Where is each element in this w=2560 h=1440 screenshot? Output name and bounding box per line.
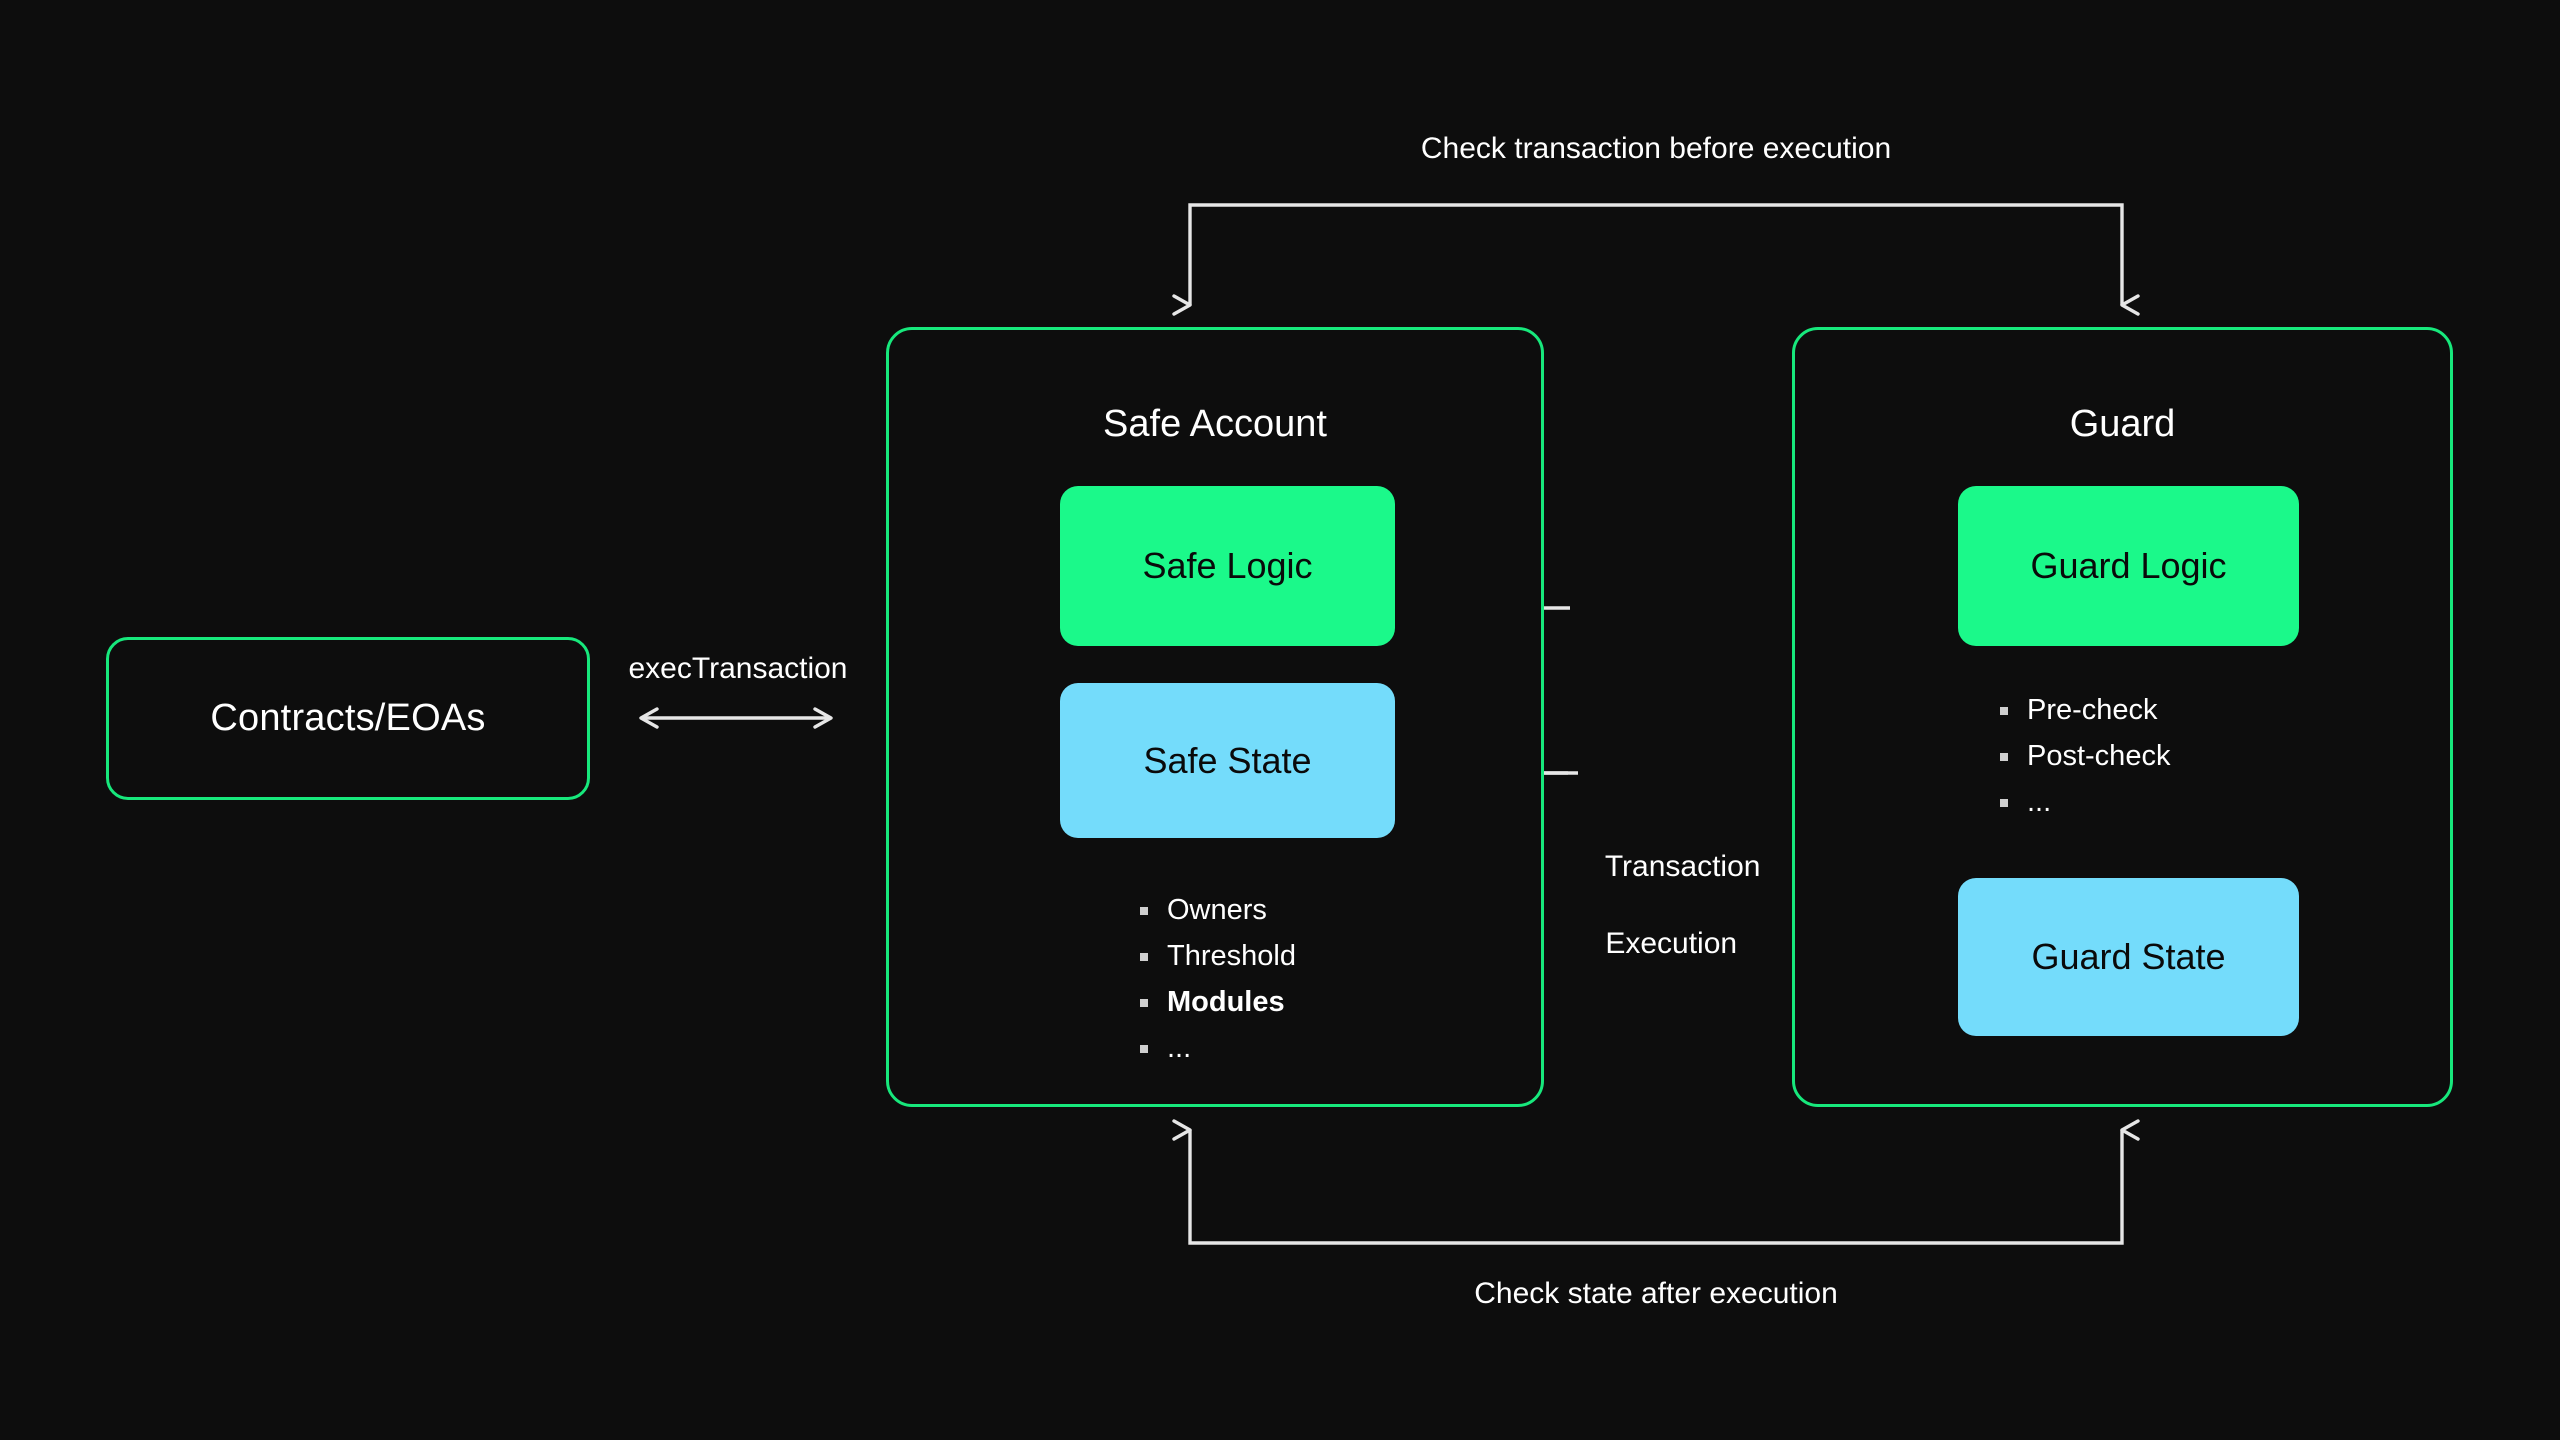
chip-guard-logic-label: Guard Logic xyxy=(2030,545,2227,586)
transaction-execution-line2: Execution xyxy=(1605,927,1738,961)
list-item: ... xyxy=(1140,1034,1296,1063)
bullet-text: Modules xyxy=(1167,986,1285,1018)
safe-account-title: Safe Account xyxy=(1103,403,1327,445)
chip-safe-logic[interactable]: Safe Logic xyxy=(1060,486,1395,646)
panel-safe-account[interactable]: Safe Account Safe Logic Safe State Owner… xyxy=(886,327,1544,1107)
bullet-marker-icon xyxy=(2000,706,2008,715)
bullet-text: ... xyxy=(2027,786,2052,818)
list-item: Threshold xyxy=(1140,942,1296,971)
bullet-marker-icon xyxy=(1140,1044,1148,1053)
node-contracts-eoas[interactable]: Contracts/EOAs xyxy=(106,637,590,800)
check-before-execution-label: Check transaction before execution xyxy=(1420,132,1892,165)
chip-guard-state-label: Guard State xyxy=(2031,936,2226,977)
list-item: Post-check xyxy=(2000,742,2170,771)
edge-check-before-execution xyxy=(1172,203,2140,316)
transaction-execution-line1: Transaction xyxy=(1604,850,1761,884)
guard-title: Guard xyxy=(2069,403,2176,445)
contracts-eoas-label: Contracts/EOAs xyxy=(210,697,486,739)
bullet-marker-icon xyxy=(2000,752,2008,761)
chip-safe-logic-label: Safe Logic xyxy=(1142,545,1313,586)
guard-bullet-list: Pre-check Post-check ... xyxy=(2000,696,2170,834)
bullet-marker-icon xyxy=(1140,998,1148,1007)
list-item: Owners xyxy=(1140,896,1296,925)
list-item: Modules xyxy=(1140,988,1296,1017)
panel-guard[interactable]: Guard Guard Logic Pre-check Post-check .… xyxy=(1792,327,2453,1107)
check-after-execution-label: Check state after execution xyxy=(1474,1277,1838,1310)
bullet-text: Pre-check xyxy=(2027,694,2158,726)
list-item: ... xyxy=(2000,788,2170,817)
safe-account-bullet-list: Owners Threshold Modules ... xyxy=(1140,896,1296,1080)
bullet-text: Threshold xyxy=(1167,940,1296,972)
edge-check-after-execution xyxy=(1172,1119,2140,1245)
bullet-text: Owners xyxy=(1167,894,1267,926)
exec-transaction-label: execTransaction xyxy=(628,652,848,685)
chip-safe-state-label: Safe State xyxy=(1143,739,1312,781)
bullet-marker-icon xyxy=(1140,906,1148,915)
bullet-marker-icon xyxy=(1140,952,1148,961)
transaction-execution-label: Transaction Execution xyxy=(1572,810,1812,1002)
chip-guard-logic[interactable]: Guard Logic xyxy=(1958,486,2299,646)
bullet-text: Post-check xyxy=(2027,740,2171,772)
list-item: Pre-check xyxy=(2000,696,2170,725)
bullet-marker-icon xyxy=(2000,798,2008,807)
chip-safe-state[interactable]: Safe State xyxy=(1060,683,1395,838)
bullet-text: ... xyxy=(1167,1032,1192,1064)
chip-guard-state[interactable]: Guard State xyxy=(1958,878,2299,1036)
